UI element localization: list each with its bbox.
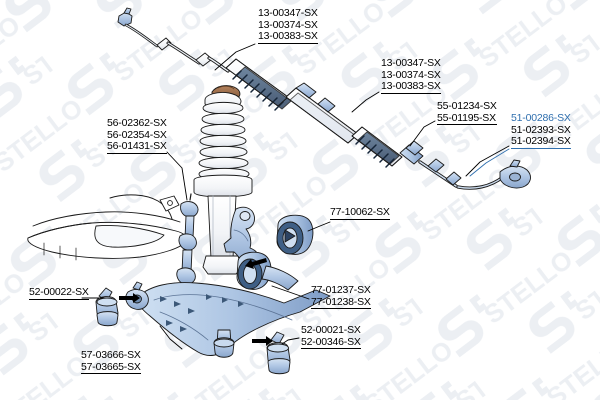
bushing-small [236,251,299,291]
part-number: 13-00347-SX [258,7,318,19]
callout-control-arm-bushing-large: 77-10062-SX [330,206,390,220]
part-number: 51-02393-SX [511,123,571,136]
callout-control-arm: 57-03666-SX 57-03665-SX [81,349,141,375]
ball-joint-left [95,287,119,327]
tie-rod-right [399,140,531,190]
part-number: 13-00374-SX [258,18,318,31]
part-number: 77-10062-SX [330,206,390,218]
part-number: 57-03665-SX [81,360,141,373]
part-number: 52-00346-SX [301,335,361,348]
callout-tie-rod-assembly-left: 13-00347-SX 13-00374-SX 13-00383-SX [258,7,318,44]
steering-rack-housing [285,82,359,144]
leader-line-highlight [469,148,510,177]
part-number: 52-00021-SX [301,324,361,336]
stabilizer-link-assembly [176,193,199,285]
rack-bellows-boot-right [351,126,403,168]
part-number-highlighted: 51-00286-SX [511,112,571,124]
part-number: 56-02354-SX [107,128,167,141]
steering-rack-assembly [117,7,403,168]
part-number: 57-03666-SX [81,349,141,361]
callout-inner-tie-rod: 55-01234-SX 55-01195-SX [437,100,497,126]
callout-stabilizer-link: 56-02362-SX 56-02354-SX 56-01431-SX [107,117,167,154]
part-number: 52-00022-SX [29,286,89,298]
callout-control-arm-bushing-small: 77-01237-SX 77-01238-SX [311,284,371,310]
assembly-arrows [119,258,273,346]
tie-rod-left [117,7,230,73]
part-number: 13-00347-SX [381,57,441,69]
lower-control-arm [125,281,331,358]
part-number: 13-00383-SX [258,30,318,43]
bushing-large [276,214,314,255]
part-number: 56-01431-SX [107,140,167,153]
callout-ball-joint-upper: 52-00022-SX [29,286,89,300]
outer-tie-rod-end-part [499,159,531,189]
part-number: 77-01237-SX [311,284,371,296]
callout-tie-rod-assembly-right: 13-00347-SX 13-00374-SX 13-00383-SX [381,57,441,94]
subframe [27,194,187,261]
part-number: 56-02362-SX [107,117,167,129]
part-number: 13-00374-SX [381,68,441,81]
callout-outer-tie-rod-end: 51-00286-SX 51-02393-SX 51-02394-SX [511,112,571,149]
part-number: 55-01195-SX [437,111,496,124]
part-number: 13-00383-SX [381,80,441,93]
part-number: 77-01238-SX [311,295,371,308]
leader-lines [81,43,510,350]
part-number: 51-02394-SX [511,135,571,148]
part-number: 55-01234-SX [437,100,497,112]
callout-ball-joint-lower: 52-00021-SX 52-00346-SX [301,324,361,350]
ball-joint-right [266,331,291,375]
